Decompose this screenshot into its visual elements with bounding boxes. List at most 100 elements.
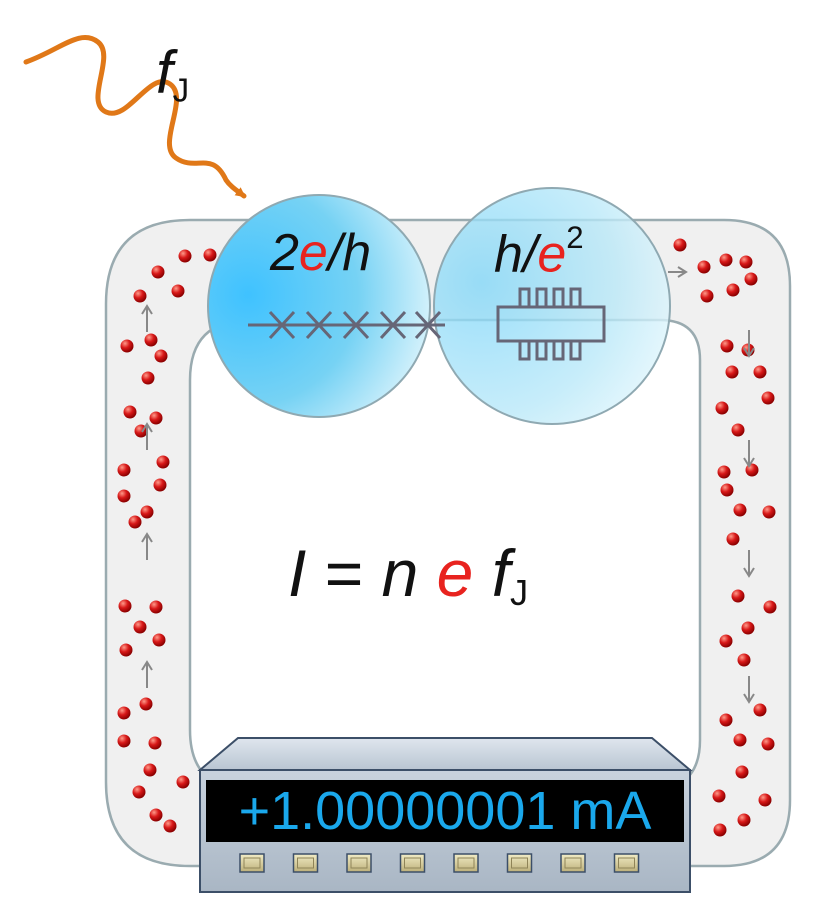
drive-frequency-subscript: J — [172, 71, 190, 109]
electron — [149, 411, 163, 425]
electron — [117, 463, 131, 477]
flow-arrow — [668, 266, 688, 278]
hall-h: h — [494, 225, 523, 284]
electron — [737, 813, 751, 827]
electron — [763, 600, 777, 614]
drive-frequency-label: fJ — [156, 43, 190, 109]
von-klitzing-constant-label: h/e2 — [494, 222, 584, 280]
electron — [118, 599, 132, 613]
equation-frequency-symbol: f — [491, 536, 511, 610]
electron — [154, 349, 168, 363]
meter-reading: +1.00000001 mA — [238, 781, 652, 841]
electron — [737, 653, 751, 667]
electron — [715, 401, 729, 415]
electron — [133, 289, 147, 303]
electron — [139, 697, 153, 711]
meter-button-inset — [404, 857, 421, 869]
electron — [744, 272, 758, 286]
josephson-sep: / — [327, 224, 343, 282]
electron — [117, 489, 131, 503]
electron — [141, 371, 155, 385]
electron — [171, 284, 185, 298]
hall-exponent: 2 — [566, 220, 584, 255]
electron — [153, 478, 167, 492]
electron — [753, 365, 767, 379]
meter-button-inset — [457, 857, 475, 869]
josephson-constant-label: 2e/h — [270, 227, 371, 279]
flow-arrow — [141, 422, 153, 450]
flow-arrow — [141, 660, 153, 688]
electron — [143, 763, 157, 777]
electron — [149, 808, 163, 822]
electron — [152, 633, 166, 647]
flow-arrow — [743, 330, 755, 358]
electron — [123, 405, 137, 419]
flow-arrow — [743, 550, 755, 578]
equation-n: n — [381, 536, 419, 610]
current-flow-arrows — [141, 266, 755, 704]
electron — [176, 775, 190, 789]
meter-button-inset — [564, 857, 582, 869]
josephson-circle — [207, 194, 431, 418]
electron — [731, 589, 745, 603]
electron — [133, 620, 147, 634]
equation-current: I — [288, 536, 307, 610]
electron — [725, 365, 739, 379]
electron — [719, 634, 733, 648]
electron — [726, 283, 740, 297]
electron — [712, 789, 726, 803]
electron — [739, 255, 753, 269]
electron — [758, 793, 772, 807]
flow-arrow — [141, 532, 153, 560]
meter-button-inset — [297, 857, 314, 869]
electron — [745, 463, 759, 477]
electron — [163, 819, 177, 833]
electron — [735, 765, 749, 779]
electron — [117, 706, 131, 720]
hall-sep: / — [522, 225, 538, 284]
electron — [132, 785, 146, 799]
current-equation: I = n e fJ — [288, 540, 528, 611]
drive-frequency-symbol: f — [156, 39, 173, 106]
meter-buttons — [239, 853, 640, 873]
electron — [733, 733, 747, 747]
junction-array-icon — [248, 310, 445, 340]
electron — [719, 253, 733, 267]
josephson-h: h — [342, 224, 372, 282]
electron-dots — [117, 238, 777, 837]
electron — [720, 483, 734, 497]
electron — [140, 505, 154, 519]
electron — [673, 238, 687, 252]
electron — [178, 249, 192, 263]
meter-top-face — [197, 737, 693, 771]
meter-button-inset — [350, 857, 368, 869]
electron — [117, 734, 131, 748]
hall-charge: e — [537, 225, 567, 284]
electron — [156, 455, 170, 469]
electron — [733, 503, 747, 517]
meter-button-inset — [618, 857, 635, 869]
electron — [720, 339, 734, 353]
electron — [762, 505, 776, 519]
electron — [203, 248, 217, 262]
electron — [700, 289, 714, 303]
microwave-wave — [23, 35, 247, 199]
meter-button-inset — [511, 857, 528, 869]
meter-button-inset — [243, 857, 261, 869]
electron — [149, 600, 163, 614]
electron — [731, 423, 745, 437]
hall-bar-chip-icon — [496, 287, 606, 361]
josephson-charge: e — [298, 224, 328, 282]
flow-arrow — [743, 676, 755, 704]
electron — [761, 737, 775, 751]
electron — [753, 703, 767, 717]
electron — [761, 391, 775, 405]
electron — [119, 643, 133, 657]
electron — [697, 260, 711, 274]
electron — [148, 736, 162, 750]
equation-equals: = — [324, 536, 364, 610]
electron — [726, 532, 740, 546]
josephson-prefix: 2 — [270, 224, 299, 282]
electron — [741, 621, 755, 635]
